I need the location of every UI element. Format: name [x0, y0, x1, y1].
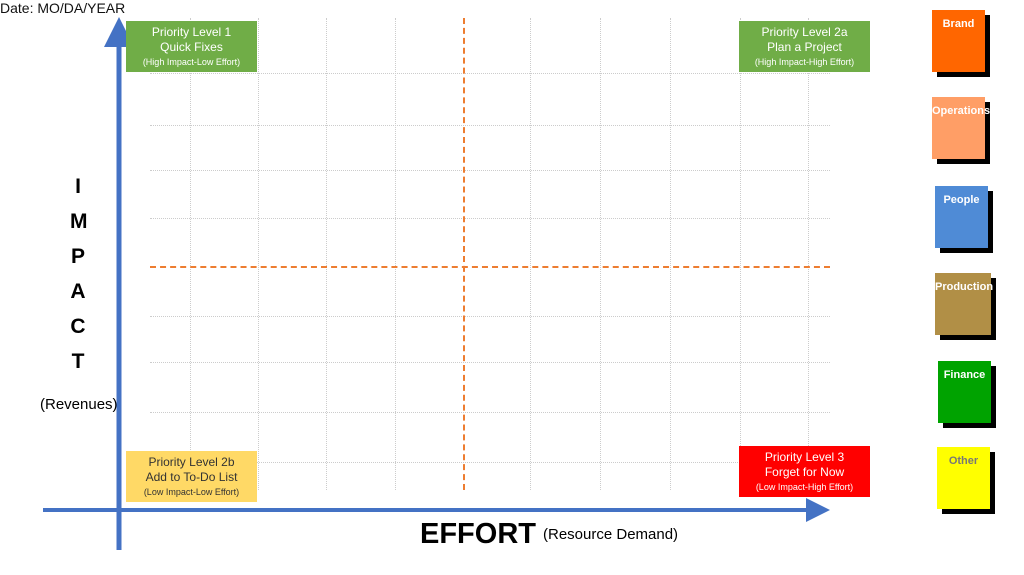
vertical-divider	[463, 18, 465, 490]
date-label: Date: MO/DA/YEAR	[0, 0, 126, 16]
note-other[interactable]: Other	[937, 447, 990, 509]
note-people[interactable]: People	[935, 186, 988, 248]
note-production[interactable]: Production	[935, 273, 993, 335]
horizontal-divider	[150, 266, 830, 268]
x-axis-label: EFFORT	[420, 518, 536, 550]
x-axis-sublabel: (Resource Demand)	[543, 526, 679, 543]
note-brand[interactable]: Brand	[932, 10, 985, 72]
note-operations[interactable]: Operations	[932, 97, 990, 159]
note-finance[interactable]: Finance	[938, 361, 991, 423]
